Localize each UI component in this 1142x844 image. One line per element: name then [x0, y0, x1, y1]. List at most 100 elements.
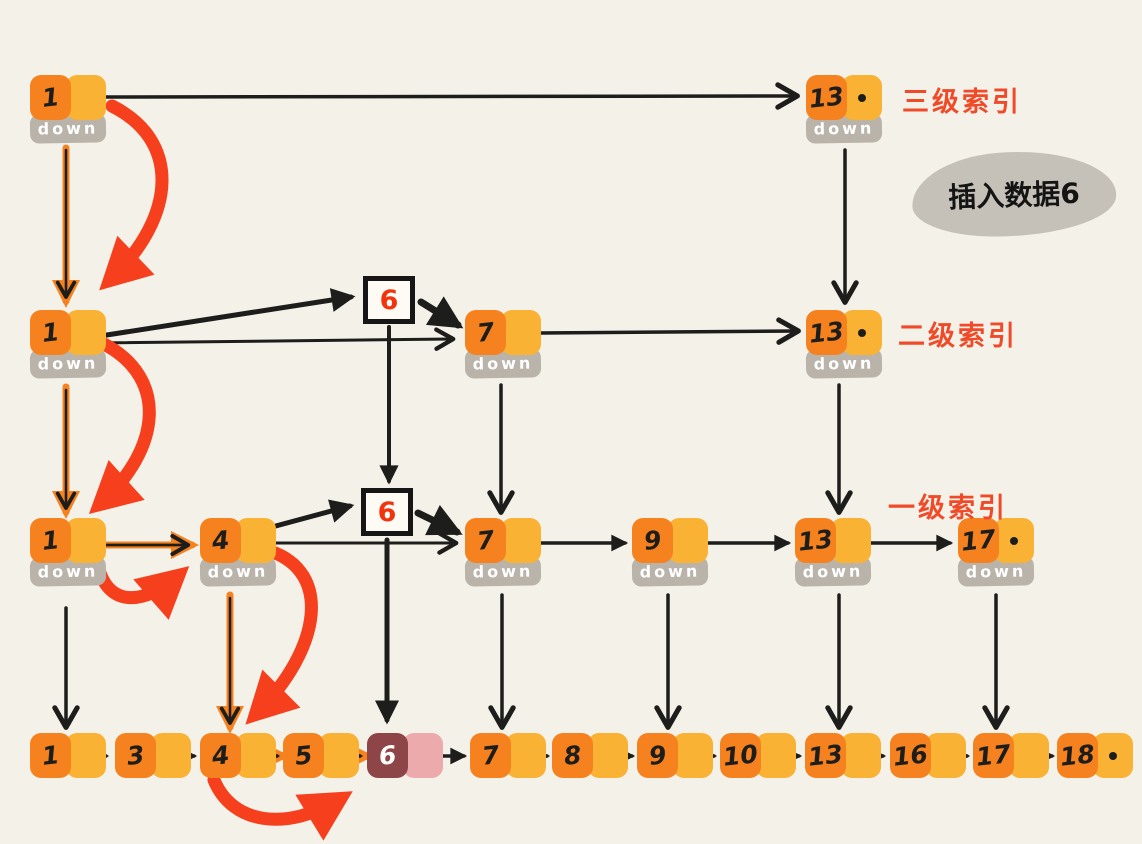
node-value-cell: 17: [958, 518, 999, 563]
node-value-cell: 7: [465, 310, 506, 355]
node-value-cell: 10: [720, 733, 761, 778]
node-value-cell: 6: [367, 733, 408, 778]
pointer-cell: [842, 310, 882, 355]
pointer-cell: [151, 733, 191, 778]
red-arrow-l1-4-to-l0: [245, 544, 318, 725]
node-value-cell: 4: [200, 733, 241, 778]
pointer-cell: [319, 733, 359, 778]
node-value: 16: [891, 739, 930, 772]
red-arrow-l3-to-l2: [99, 99, 169, 291]
node-l0-9: 9: [637, 733, 715, 778]
node-value-cell: 1: [30, 75, 71, 120]
node-value: 4: [210, 740, 231, 771]
pointer-cell: [66, 518, 106, 563]
node-value: 9: [642, 525, 663, 556]
node-l0-10: 10: [720, 733, 798, 778]
pointer-cell: [842, 75, 882, 120]
node-value-cell: 1: [30, 733, 71, 778]
level-label-l3: 三级索引: [902, 87, 1022, 118]
node-value-cell: 13: [795, 518, 836, 563]
node-value: 8: [562, 740, 583, 771]
arrow-l1-4-to-box6: [269, 499, 355, 530]
node-value-cell: 18: [1057, 733, 1098, 778]
pointer-cell: [831, 518, 871, 563]
node-value: 7: [475, 317, 496, 348]
node-value: 13: [796, 524, 835, 557]
node-value-cell: 9: [637, 733, 678, 778]
node-value-cell: 13: [805, 733, 846, 778]
black-arrows: [52, 82, 1056, 765]
pointer-dot: [858, 93, 866, 102]
node-value-cell: 7: [465, 518, 506, 563]
pointer-cell: [66, 75, 106, 120]
node-value: 17: [974, 739, 1013, 772]
node-value: 18: [1058, 739, 1097, 772]
node-value-cell: 1: [30, 310, 71, 355]
insert-box-l1: 6: [361, 488, 413, 536]
node-value-cell: 13: [806, 75, 847, 120]
pointer-dot: [858, 328, 866, 337]
arrow-l3-1-to-13: [88, 82, 800, 110]
search-path-arrows: [52, 144, 374, 772]
node-l0-6: 6: [367, 733, 445, 778]
node-value: 7: [475, 525, 496, 556]
node-value-cell: 17: [973, 733, 1014, 778]
node-value: 13: [806, 739, 845, 772]
pointer-dot: [1109, 751, 1117, 760]
red-arrow-l0-4-to-5: [207, 773, 353, 841]
node-value: 3: [125, 740, 146, 771]
red-arrow-l1-1-to-4: [89, 549, 190, 620]
node-value-cell: 7: [470, 733, 511, 778]
node-value-cell: 13: [806, 310, 847, 355]
pointer-cell: [1093, 733, 1133, 778]
level-label-l1: 一级索引: [888, 493, 1008, 524]
pointer-cell: [841, 733, 881, 778]
node-value: 4: [210, 525, 231, 556]
node-value-cell: 3: [115, 733, 156, 778]
red-step-arrows: [88, 99, 353, 841]
node-value: 7: [480, 740, 501, 771]
node-value: 13: [807, 316, 846, 349]
node-value-cell: 5: [283, 733, 324, 778]
arrow-l2-1-to-7: [92, 327, 456, 351]
pointer-cell: [506, 733, 546, 778]
arrow-l2-box6-to-7: [417, 296, 464, 329]
node-value: 10: [721, 739, 760, 772]
insert-box-l2: 6: [363, 276, 415, 324]
node-l0-7: 7: [470, 733, 548, 778]
pointer-cell: [756, 733, 796, 778]
node-value: 1: [40, 525, 61, 556]
node-l0-17: 17: [973, 733, 1051, 778]
node-value: 1: [40, 317, 61, 348]
node-value: 9: [647, 740, 668, 771]
pointer-cell: [588, 733, 628, 778]
node-value: 17: [959, 524, 998, 557]
node-value: 1: [40, 82, 61, 113]
node-value-cell: 1: [30, 518, 71, 563]
level-label-l2: 二级索引: [898, 321, 1018, 352]
node-l0-13: 13: [805, 733, 883, 778]
pointer-dot: [1010, 536, 1018, 545]
red-arrow-l2-to-l1: [88, 337, 156, 515]
node-value-cell: 9: [632, 518, 673, 563]
arrow-l1-box6-to-7: [414, 504, 463, 536]
node-l0-18: 18: [1057, 733, 1135, 778]
node-value-cell: 8: [552, 733, 593, 778]
node-value: 6: [377, 740, 398, 771]
pointer-cell: [403, 733, 443, 778]
node-l0-3: 3: [115, 733, 193, 778]
node-l0-1: 1: [30, 733, 108, 778]
node-l0-16: 16: [890, 733, 968, 778]
pointer-cell: [926, 733, 966, 778]
pointer-cell: [994, 518, 1034, 563]
